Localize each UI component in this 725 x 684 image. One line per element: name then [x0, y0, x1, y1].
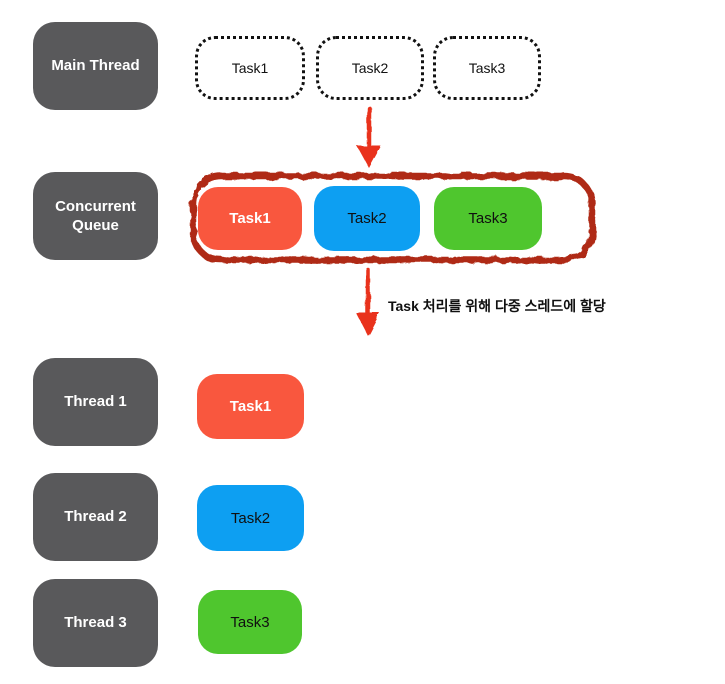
queue-task3-box: Task3	[434, 187, 542, 250]
thread3-label-box: Thread 3	[33, 579, 158, 667]
queue-task2-box: Task2	[314, 186, 420, 251]
dispatch-annotation: Task 처리를 위해 다중 스레드에 할당	[388, 298, 606, 314]
thread2-task-box: Task2	[197, 485, 304, 551]
down-arrow-icon	[356, 267, 380, 336]
queue-task1-box: Task1	[198, 187, 302, 250]
main-task3-box: Task3	[433, 36, 541, 100]
main-thread-label-box: Main Thread	[33, 22, 158, 110]
thread2-label-box: Thread 2	[33, 473, 158, 561]
main-task2-box: Task2	[316, 36, 424, 100]
thread1-label-box: Thread 1	[33, 358, 158, 446]
thread3-task-box: Task3	[198, 590, 302, 654]
thread1-task-box: Task1	[197, 374, 304, 439]
down-arrow-icon	[357, 105, 381, 168]
queue-outline	[189, 172, 596, 264]
main-task1-box: Task1	[195, 36, 305, 100]
concurrent-queue-label-box: Concurrent Queue	[33, 172, 158, 260]
